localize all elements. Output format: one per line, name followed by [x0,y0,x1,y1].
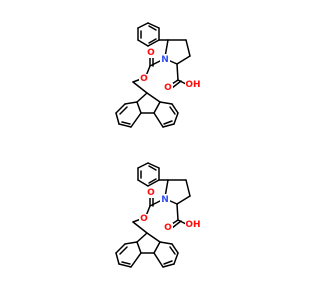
molecule-1: N O O O OH [115,22,201,128]
fluorenyl-group [115,92,179,128]
atom-acid-oh: OH [185,80,200,90]
phenyl-ring [137,22,160,47]
atom-carbamate-o-ester: O [140,214,148,224]
pyrrolidine-ring [164,179,191,205]
atom-acid-o-double: O [164,223,172,233]
atom-acid-oh: OH [185,220,200,230]
atom-carbamate-o-ester: O [140,74,148,84]
molecule-2: N O O O OH [115,162,201,268]
atom-ring-n: N [161,55,169,65]
atom-acid-o-double: O [164,83,172,93]
atom-labels: N O O O OH [139,48,201,93]
phenyl-ring [137,162,160,187]
fluorenyl-group [115,232,179,268]
atom-carbamate-o-double: O [147,48,155,58]
atom-carbamate-o-double: O [147,188,155,198]
structure-canvas: N O O O OH [115,22,201,268]
chemical-structure-drawing: N O O O OH [115,22,201,268]
atom-ring-n: N [161,195,169,205]
atom-labels: N O O O OH [139,188,201,233]
